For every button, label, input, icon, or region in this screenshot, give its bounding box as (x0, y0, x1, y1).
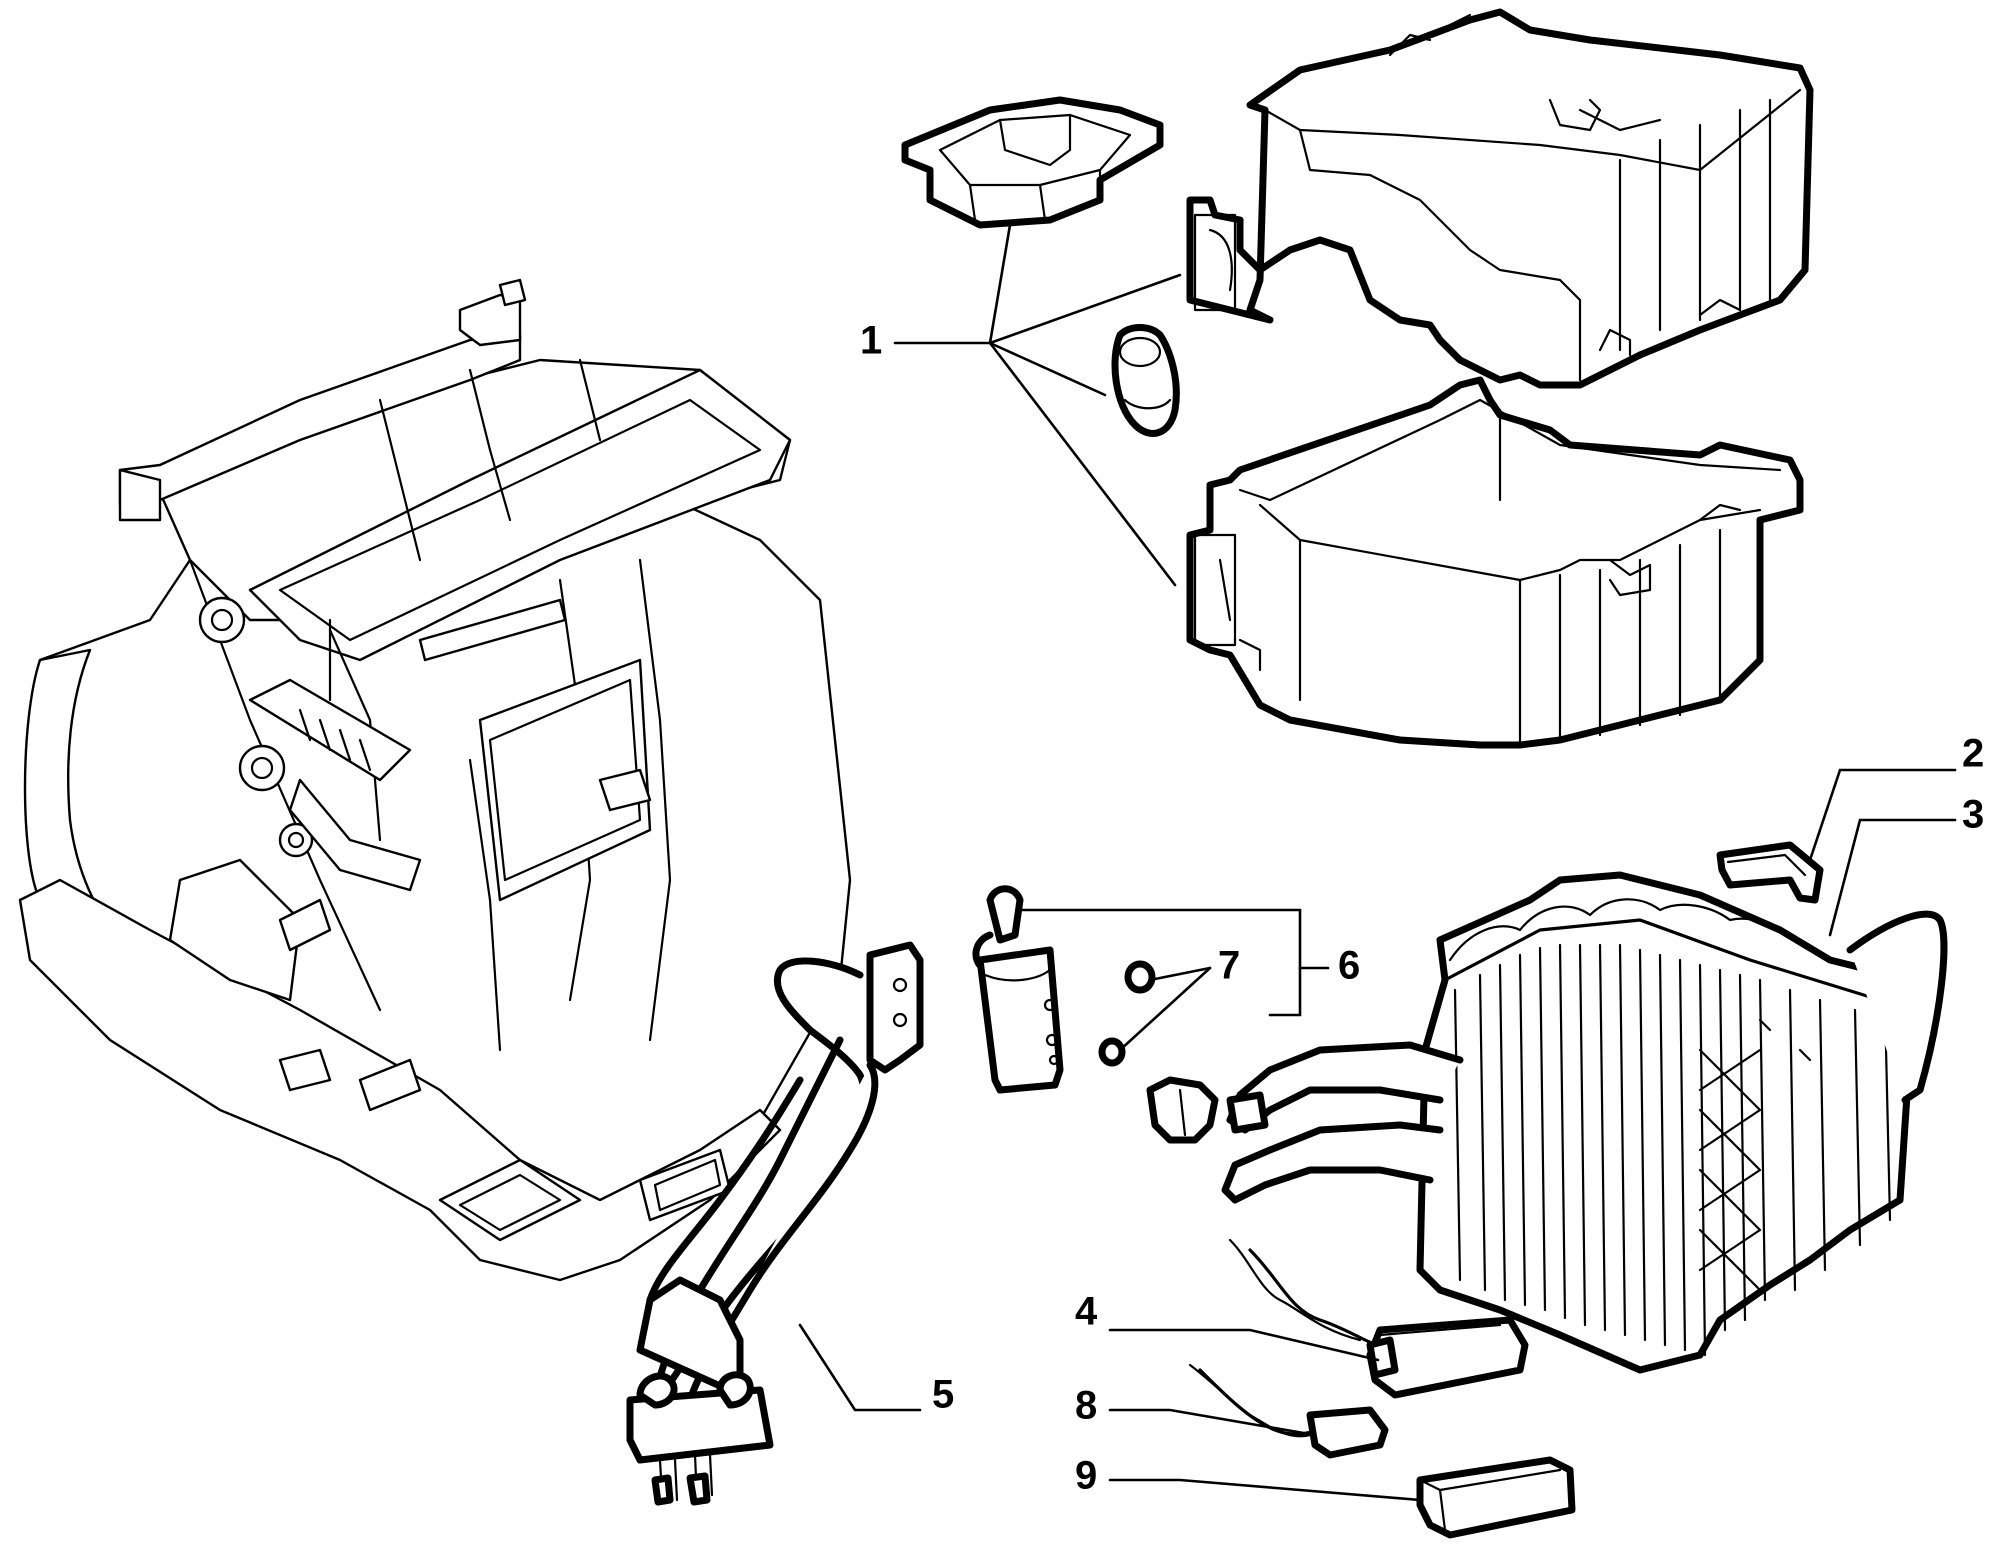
evaporator (1146, 871, 1948, 1374)
pipe-assembly (626, 941, 924, 1506)
callout-1: 1 (860, 319, 882, 363)
callout-4: 4 (1075, 1290, 1098, 1334)
leader-lines (798, 223, 1957, 1502)
case-upper-cover (1186, 8, 1814, 389)
callout-5: 5 (932, 1373, 954, 1417)
callout-3: 3 (1962, 793, 1984, 837)
connector-block (1416, 1456, 1576, 1539)
callout-7: 7 (1218, 944, 1240, 988)
connector-cable (1188, 1363, 1389, 1459)
callout-9: 9 (1075, 1454, 1097, 1498)
case-lower-tray (1186, 376, 1804, 749)
case-inlet-frame (901, 96, 1164, 229)
case-grommet (1111, 324, 1180, 437)
sensor-cable (1228, 1238, 1529, 1399)
callouts: 1 2 3 4 5 6 7 8 9 (860, 319, 1984, 1498)
callout-6: 6 (1338, 944, 1360, 988)
o-rings (1098, 960, 1156, 1067)
hvac-housing (18, 278, 852, 1282)
callout-2: 2 (1962, 732, 1984, 776)
clip (1716, 841, 1824, 904)
callout-8: 8 (1075, 1384, 1097, 1428)
expansion-valve (972, 885, 1064, 1094)
